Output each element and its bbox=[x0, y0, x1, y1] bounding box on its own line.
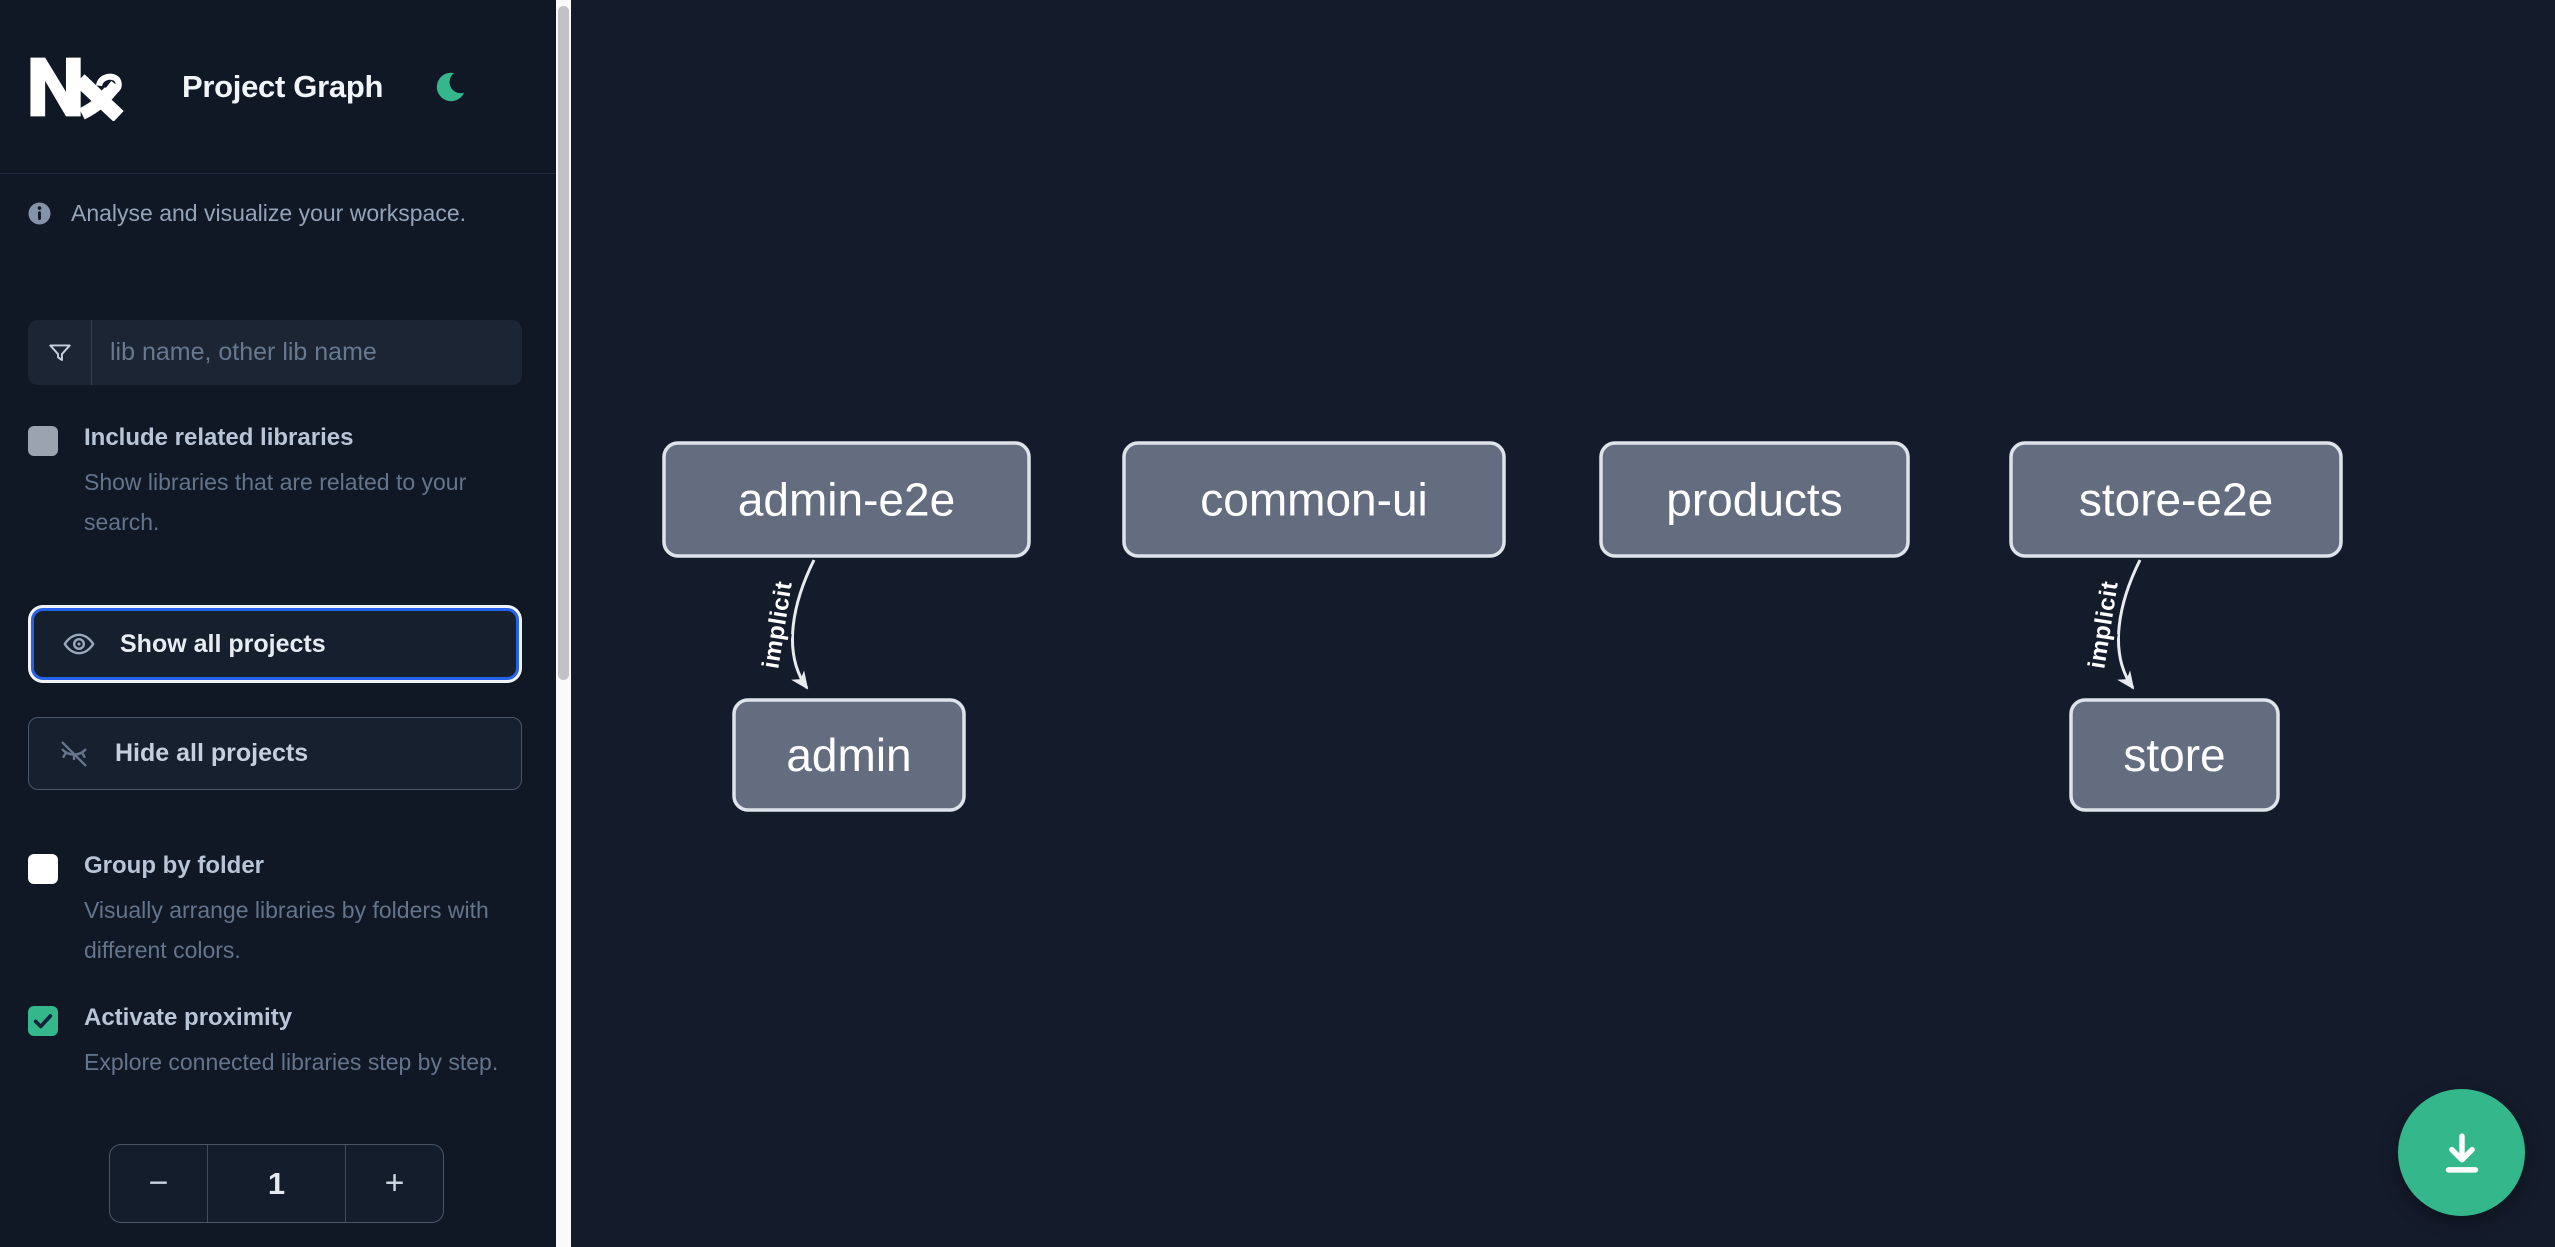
edge-store-e2e-to-store[interactable] bbox=[2116, 559, 2142, 690]
option-description: Show libraries that are related to your … bbox=[84, 469, 467, 535]
option-description: Explore connected libraries step by step… bbox=[84, 1049, 499, 1075]
graph-node-store[interactable] bbox=[2069, 698, 2280, 812]
edge-admin-e2e-to-admin[interactable] bbox=[790, 559, 816, 690]
sidebar-scrollbar-track[interactable] bbox=[556, 0, 571, 1247]
info-icon bbox=[28, 202, 51, 225]
sidebar: Project Graph Analyse and visualize your… bbox=[0, 0, 556, 1247]
download-graph-button[interactable] bbox=[2398, 1089, 2525, 1216]
edge-label-admin-e2e-to-admin: implicit bbox=[757, 579, 797, 670]
option-label: Include related libraries bbox=[84, 424, 354, 451]
search-box bbox=[28, 320, 522, 385]
search-input[interactable] bbox=[92, 320, 522, 385]
eye-icon bbox=[63, 633, 95, 655]
sidebar-scrollbar-thumb[interactable] bbox=[558, 6, 569, 680]
theme-toggle-button[interactable] bbox=[429, 65, 473, 109]
graph-node-common-ui[interactable] bbox=[1122, 441, 1506, 558]
option-description: Visually arrange libraries by folders wi… bbox=[84, 897, 489, 963]
option-group-by-folder: Group by folder Visually arrange librari… bbox=[28, 852, 524, 970]
show-all-projects-button[interactable]: Show all projects bbox=[31, 608, 519, 680]
option-label: Group by folder bbox=[84, 852, 264, 879]
sidebar-header: Project Graph bbox=[0, 0, 556, 174]
check-icon bbox=[33, 1014, 53, 1029]
graph-node-products[interactable] bbox=[1599, 441, 1910, 558]
hide-all-projects-button[interactable]: Hide all projects bbox=[28, 717, 522, 790]
edge-label-store-e2e-to-store: implicit bbox=[2083, 579, 2123, 670]
eye-off-icon bbox=[61, 740, 87, 767]
activate-proximity-checkbox[interactable] bbox=[28, 1006, 58, 1036]
workspace-tagline: Analyse and visualize your workspace. bbox=[28, 200, 466, 227]
filter-icon bbox=[28, 320, 92, 385]
group-by-folder-checkbox[interactable] bbox=[28, 854, 58, 884]
include-related-libraries-checkbox[interactable] bbox=[28, 426, 58, 456]
proximity-increment-button[interactable]: + bbox=[346, 1145, 443, 1222]
option-label: Activate proximity bbox=[84, 1004, 293, 1031]
proximity-stepper: − 1 + bbox=[109, 1144, 444, 1223]
nx-logo-icon bbox=[30, 57, 124, 121]
option-activate-proximity: Activate proximity Explore connected lib… bbox=[28, 1004, 524, 1082]
show-all-projects-label: Show all projects bbox=[120, 629, 326, 658]
option-include-related-libraries: Include related libraries Show libraries… bbox=[28, 424, 524, 542]
tagline-text: Analyse and visualize your workspace. bbox=[71, 200, 467, 226]
download-icon bbox=[2445, 1132, 2478, 1173]
graph-node-store-e2e[interactable] bbox=[2009, 441, 2343, 558]
proximity-value: 1 bbox=[207, 1145, 346, 1222]
moon-icon bbox=[436, 72, 465, 101]
page-title: Project Graph bbox=[182, 68, 384, 104]
proximity-decrement-button[interactable]: − bbox=[110, 1145, 207, 1222]
graph-node-admin-e2e[interactable] bbox=[662, 441, 1031, 558]
hide-all-projects-label: Hide all projects bbox=[115, 739, 309, 767]
graph-node-admin[interactable] bbox=[732, 698, 966, 812]
